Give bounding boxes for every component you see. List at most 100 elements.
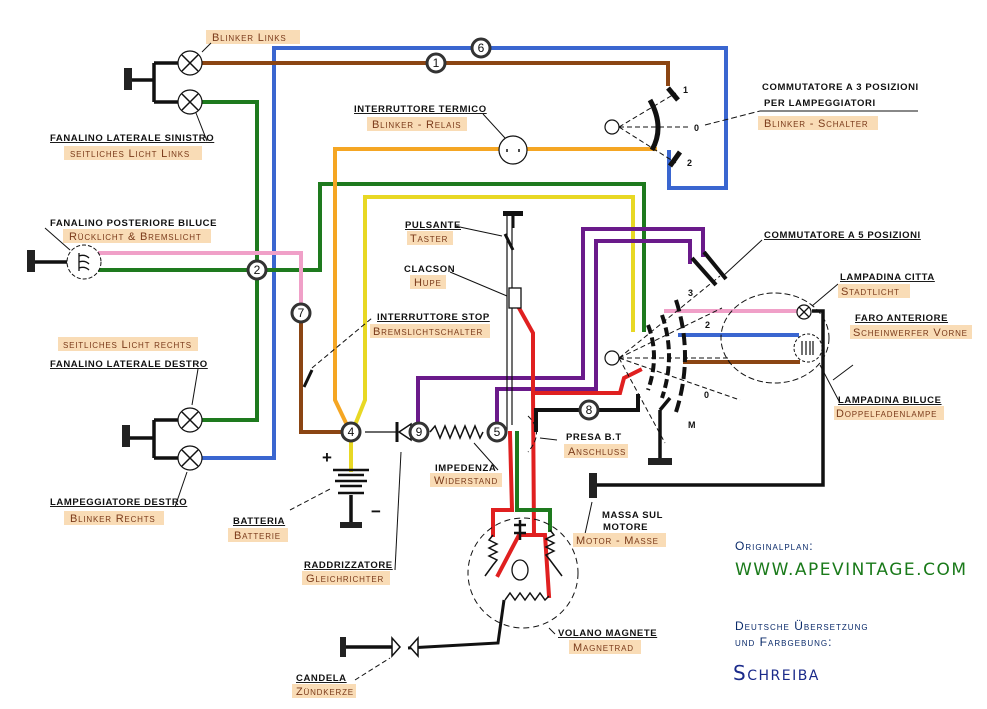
left-blinker-group [124,50,203,115]
svg-text:1: 1 [433,56,440,70]
label-ruecklicht: Rücklicht & Bremslicht [69,231,202,243]
wire-blue-6 [200,46,728,460]
label-magnetrad: Magnetrad [573,642,634,654]
switch-position-1: 1 [683,85,688,95]
svg-text:5: 5 [494,425,501,439]
wire-orange [333,147,657,428]
label-blinker-relais: Blinker - Relais [372,119,461,131]
label-faro-anteriore: FARO ANTERIORE [855,313,948,324]
thermal-relay-icon [498,135,528,165]
light-switch-icon [604,239,763,465]
label-gleichrichter: Gleichrichter [306,573,384,585]
label-batterie: Batterie [234,530,281,542]
label-impedenza: IMPEDENZA [435,463,496,474]
junction-6[interactable]: 6 [470,37,492,59]
label-stadtlicht: Stadtlicht [841,286,900,298]
label-massa-line2: MOTORE [603,522,648,533]
wire-green-2 [200,100,259,422]
wire-green-magneto [515,431,552,532]
svg-text:9: 9 [416,425,423,439]
label-bremslichtschalter: Bremslichtschalter [373,326,483,338]
wire-pink-7 [98,251,303,314]
svg-text:2: 2 [254,263,261,277]
ground-symbol [124,68,132,90]
svg-text:4: 4 [348,425,355,439]
label-scheinwerfer: Scheinwerfer Vorne [853,327,968,339]
credit-author: Schreiba [733,661,820,685]
headlight-icon [720,283,854,404]
junction-2[interactable]: 2 [246,259,268,281]
junctions: 1 6 2 7 4 9 5 8 [246,37,600,443]
switch-position-0: 0 [694,123,699,133]
label-anschluss: Anschluss [568,446,626,458]
wire-brown-1 [200,61,670,86]
switch-position-2: 2 [687,158,692,168]
label-candela: CANDELA [296,673,347,684]
light-switch-position-2: 2 [705,320,710,330]
spark-plug-icon [340,636,419,681]
label-blinker-schalter: Blinker - Schalter [764,118,869,130]
wire-red-horn [516,305,643,395]
label-lampeggiatore-destro: LAMPEGGIATORE DESTRO [50,497,187,508]
junction-5[interactable]: 5 [486,421,508,443]
lamp-blinker-links-icon [177,50,203,76]
ground-wire [132,61,178,104]
wire-red-magneto [491,430,515,537]
label-doppelfadenlampe: Doppelfadenlampe [836,408,937,420]
junction-1[interactable]: 1 [425,52,447,74]
junction-7[interactable]: 7 [290,302,312,324]
label-lampadina-biluce: LAMPADINA BILUCE [838,395,942,406]
junction-4[interactable]: 4 [340,421,362,443]
wire-purple-1 [416,227,705,422]
wire-purple-2 [495,239,692,422]
label-blinker-links: Blinker Links [212,32,286,44]
label-commutatore-3-line2: PER LAMPEGGIATORI [764,98,876,109]
credits: Originalplan: WWW.APEVINTAGE.COM Deutsch… [733,539,968,685]
wire-green-2-tail [98,182,646,332]
battery-icon [289,468,369,528]
label-widerstand: Widerstand [434,475,498,487]
credit-original-url: WWW.APEVINTAGE.COM [735,560,968,580]
label-presa-bt: PRESA B.T [566,432,622,443]
lamp-blinker-rechts-icon [177,445,203,471]
label-zuendkerze: Zündkerze [296,686,354,698]
battery-minus: − [371,502,381,521]
credit-translation-line1: Deutsche Übersetzung [735,619,869,633]
label-interruttore-termico: INTERRUTTORE TERMICO [354,104,487,115]
label-fanalino-destro: FANALINO LATERALE DESTRO [50,359,208,370]
svg-text:7: 7 [298,306,305,320]
junction-9[interactable]: 9 [408,421,430,443]
light-switch-position-0: 0 [704,390,709,400]
lamp-seitlich-rechts-icon [177,407,203,433]
label-raddrizzatore: RADDRIZZATORE [304,560,393,571]
label-massa-line1: MASSA SUL [602,510,663,521]
lamp-seitlich-links-icon [177,89,203,115]
svg-text:6: 6 [478,41,485,55]
rectifier-icon [365,422,412,571]
label-commutatore-5: COMMUTATORE A 5 POSIZIONI [764,230,921,241]
horn-icon [449,271,522,309]
credit-original-label: Originalplan: [735,539,814,553]
junction-8[interactable]: 8 [578,399,600,421]
right-blinker-group [122,407,203,471]
label-seitliches-links: seitliches Licht Links [70,148,190,160]
label-batteria: BATTERIA [233,516,285,527]
ground-wire [130,418,178,460]
push-button-icon [454,211,523,251]
presa-bt-icon [527,415,537,453]
labels: Blinker Links FANALINO LATERALE SINISTRO… [44,30,972,698]
light-switch-position-m: M [688,420,696,430]
label-hupe: Hupe [414,277,442,289]
engine-ground-icon [584,309,825,535]
label-commutatore-3-line1: COMMUTATORE A 3 POSIZIONI [762,82,919,93]
wire-red-coil [495,390,552,599]
svg-text:8: 8 [586,403,593,417]
label-motor-masse: Motor - Masse [576,535,659,547]
light-switch-position-3: 3 [688,288,693,298]
battery-plus: + [322,448,332,467]
label-seitliches-rechts: seitliches Licht rechts [63,339,192,351]
label-interruttore-stop: INTERRUTTORE STOP [377,312,490,323]
label-taster: Taster [410,233,448,245]
credit-translation-line2: und Farbgebung: [735,635,832,649]
